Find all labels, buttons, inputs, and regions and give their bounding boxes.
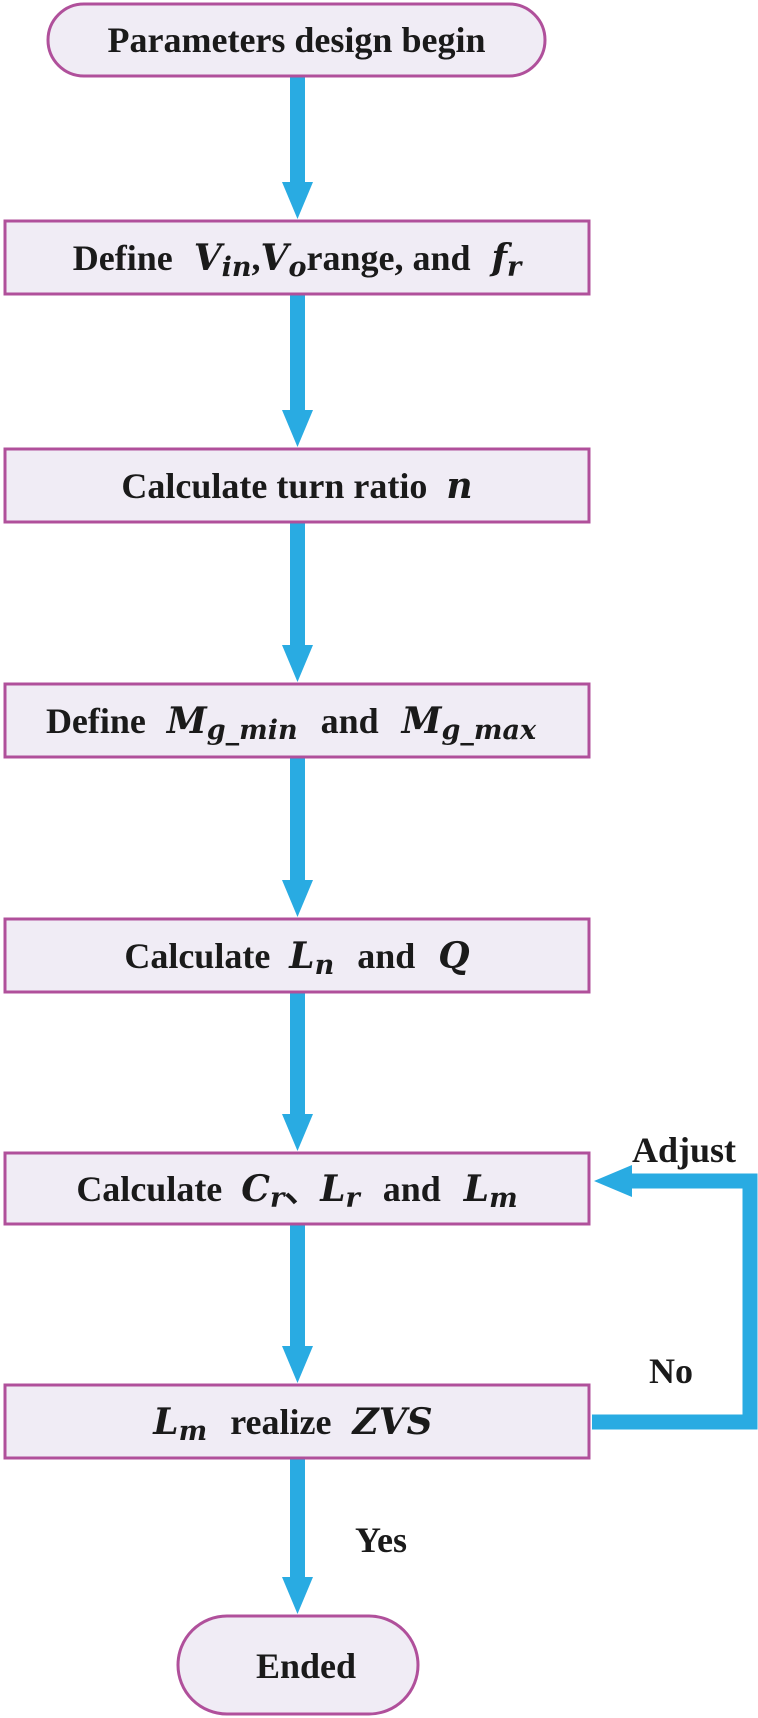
arrow-shaft-5 bbox=[290, 992, 305, 1116]
arrow-head-4 bbox=[282, 880, 313, 917]
arrow-head-6 bbox=[282, 1346, 313, 1383]
end-label: Ended bbox=[256, 1646, 356, 1686]
calc-ln-q-label: Calculate Ln and Q bbox=[124, 935, 469, 985]
end-terminal-shape bbox=[176, 1614, 420, 1716]
arrow-shaft-2 bbox=[290, 293, 305, 412]
node-calculate-ln-q: Calculate Ln and Q bbox=[3, 917, 591, 994]
calc-cr-label: Calculate Cr、Lr and Lm bbox=[76, 1168, 517, 1218]
arrow-head-7 bbox=[282, 1577, 313, 1614]
arrow-shaft-3 bbox=[290, 522, 305, 647]
node-define-vin-vo-fr: Define Vin,Vorange, and fr bbox=[3, 219, 591, 296]
turn-ratio-label: Calculate turn ratio n bbox=[121, 465, 472, 507]
turn-ratio-box bbox=[3, 447, 591, 524]
arrow-shaft-4 bbox=[290, 757, 305, 882]
arrow-shaft-6 bbox=[290, 1224, 305, 1348]
arrow-head-1 bbox=[282, 182, 313, 219]
arrow-head-3 bbox=[282, 645, 313, 682]
start-terminal-shape bbox=[46, 2, 547, 78]
node-end: Ended bbox=[176, 1614, 420, 1716]
calc-ln-q-box bbox=[3, 917, 591, 994]
define-mg-box bbox=[3, 682, 591, 759]
feedback-arrow-head bbox=[594, 1165, 632, 1197]
node-define-mg: Define Mg_min and Mg_max bbox=[3, 682, 591, 759]
edge-label-adjust: Adjust bbox=[632, 1130, 736, 1170]
arrow-shaft-7 bbox=[290, 1457, 305, 1579]
feedback-loop-line bbox=[592, 1173, 758, 1430]
define-vin-box bbox=[3, 219, 591, 296]
flow-arrows bbox=[282, 74, 758, 1614]
node-start: Parameters design begin bbox=[46, 2, 547, 78]
define-mg-label: Define Mg_min and Mg_max bbox=[46, 700, 537, 750]
start-label: Parameters design begin bbox=[108, 20, 486, 60]
arrow-shaft-1 bbox=[290, 74, 305, 184]
arrow-head-5 bbox=[282, 1114, 313, 1151]
node-zvs-check: Lm realize ZVS bbox=[3, 1383, 591, 1460]
edge-label-yes: Yes bbox=[355, 1520, 407, 1560]
define-vin-label: Define Vin,Vorange, and fr bbox=[73, 237, 523, 283]
calc-cr-box bbox=[3, 1151, 591, 1226]
zvs-check-box bbox=[3, 1383, 591, 1460]
zvs-check-label: Lm realize ZVS bbox=[152, 1401, 432, 1451]
arrow-head-2 bbox=[282, 410, 313, 447]
node-calculate-cr-lr-lm: Calculate Cr、Lr and Lm bbox=[3, 1151, 591, 1226]
node-calculate-turn-ratio: Calculate turn ratio n bbox=[3, 447, 591, 524]
edge-label-no: No bbox=[649, 1351, 693, 1391]
